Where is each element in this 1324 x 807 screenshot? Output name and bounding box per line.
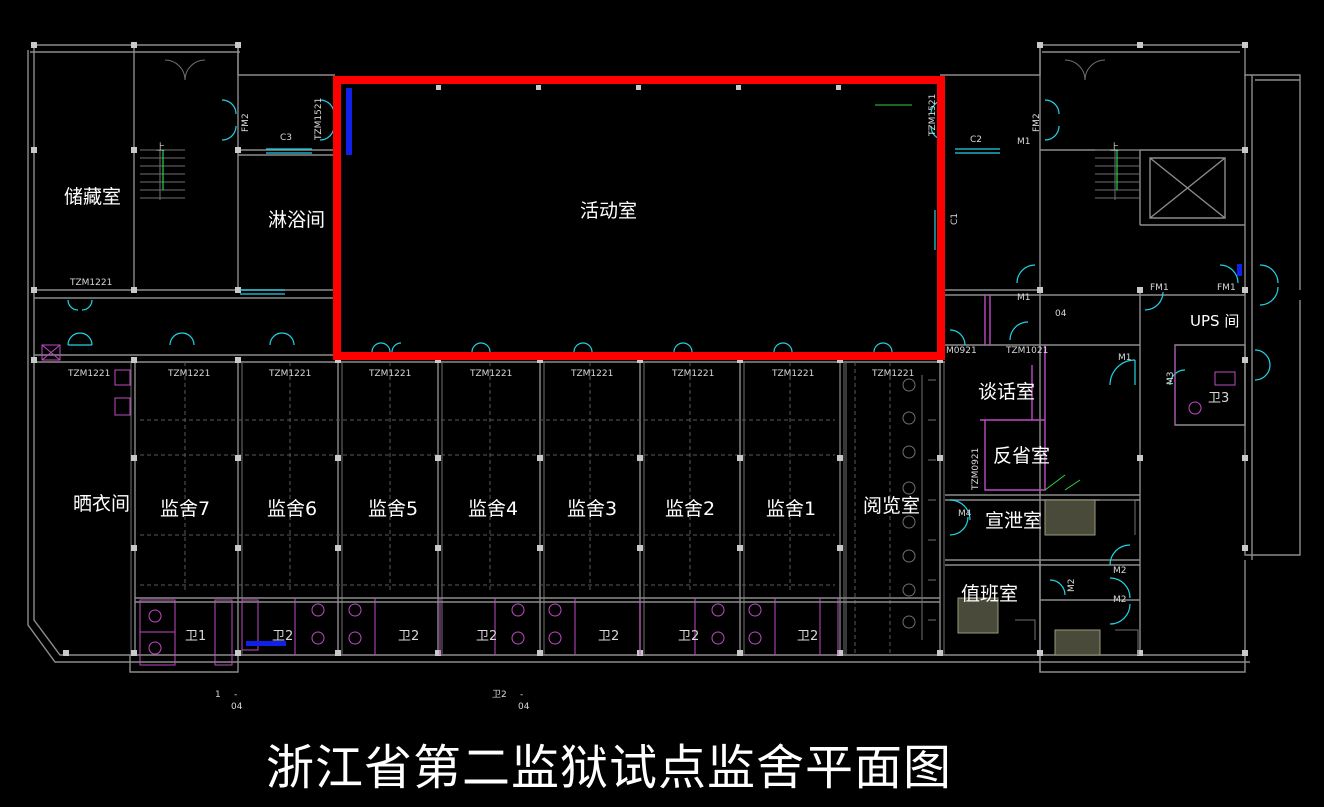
tag-tzm1221-c: TZM1221 [167, 369, 210, 379]
tag-dash-b: - [520, 690, 523, 700]
sanitary-fixtures [114, 295, 1236, 666]
room-label-ups: UPS 间 [1190, 312, 1239, 330]
room-label-vent: 宣泄室 [985, 510, 1042, 532]
tag-tzm1221-e: TZM1221 [368, 369, 411, 379]
room-label-drying: 晒衣间 [73, 493, 130, 515]
door-tags: TZM1221 TZM1221 TZM1221 TZM1221 TZM1221 … [67, 94, 1236, 712]
tag-m2-b: M2 [1113, 595, 1127, 605]
room-label-cell1: 监舍1 [766, 498, 816, 520]
tag-dash-a: - [234, 690, 237, 700]
tag-w2-b: 卫2 [398, 629, 419, 644]
reading-room-furniture [902, 375, 936, 640]
activity-room-highlight [333, 76, 945, 360]
blue-marker-top [346, 88, 352, 155]
tag-detail-1: 1 [215, 690, 221, 700]
room-label-cell5: 监舍5 [368, 498, 418, 520]
green-accent-line [875, 104, 1081, 491]
tag-c1: C1 [950, 213, 960, 225]
tag-w3: 卫3 [1208, 391, 1229, 406]
tag-tzm1221-i: TZM1221 [771, 369, 814, 379]
tag-fm2-a: FM2 [241, 113, 251, 132]
tag-tzm1521-a: TZM1521 [314, 98, 324, 141]
tag-m4: M4 [958, 509, 972, 519]
staff-beds [957, 499, 1139, 656]
tag-w2-f: 卫2 [797, 629, 818, 644]
blue-marker-bottom [246, 641, 286, 646]
room-label-storage: 储藏室 [64, 186, 121, 208]
tag-code04-a: 04 [1055, 309, 1067, 319]
tag-tzm1221-f: TZM1221 [469, 369, 512, 379]
tag-up-right: 上 [1110, 142, 1119, 153]
room-label-talk: 谈话室 [978, 381, 1035, 403]
room-label-cell4: 监舍4 [468, 498, 518, 520]
room-label-reflect: 反省室 [993, 445, 1050, 467]
room-label-cell6: 监舍6 [267, 498, 317, 520]
tag-fm2-b: FM2 [1032, 113, 1042, 132]
plan-title: 浙江省第二监狱试点监舍平面图 [266, 740, 953, 796]
tag-tzm1221-h: TZM1221 [671, 369, 714, 379]
tag-tzm1221-b: TZM1221 [67, 369, 110, 379]
tag-code04-b: 04 [231, 702, 243, 712]
tag-m2-c: M2 [1067, 579, 1077, 593]
room-label-cell2: 监舍2 [665, 498, 715, 520]
tag-m0921: M0921 [946, 346, 977, 356]
room-label-duty: 值班室 [961, 583, 1018, 605]
tag-m1-b: M1 [1017, 137, 1031, 147]
tag-m3: M3 [1166, 372, 1176, 386]
tag-tzm1021: TZM1021 [1005, 346, 1048, 356]
tag-c3: C3 [280, 133, 292, 143]
tag-tzm1221-g: TZM1221 [570, 369, 613, 379]
tag-tzm0921: TZM0921 [971, 448, 981, 491]
doors [67, 59, 1279, 625]
tag-up-left: 上 [156, 142, 165, 153]
tag-w2-c: 卫2 [476, 629, 497, 644]
room-label-cell3: 监舍3 [567, 498, 617, 520]
staircases [41, 149, 1140, 361]
tag-w2-a: 卫2 [272, 629, 293, 644]
tag-tzm1221-j: TZM1221 [871, 369, 914, 379]
tag-m1-c: M1 [1118, 353, 1132, 363]
tag-code04-c: 04 [518, 702, 530, 712]
tag-tzm1521-b: TZM1521 [928, 94, 938, 137]
tag-fm1-a: FM1 [1150, 283, 1169, 293]
room-label-cell7: 监舍7 [160, 498, 210, 520]
tag-w1: 卫1 [185, 629, 206, 644]
tag-detail-2: 卫2 [492, 690, 507, 700]
room-label-reading: 阅览室 [863, 495, 920, 517]
tag-w2-e: 卫2 [678, 629, 699, 644]
tag-tzm1221-d: TZM1221 [268, 369, 311, 379]
tag-c2: C2 [970, 135, 982, 145]
tag-m2-a: M2 [1113, 566, 1127, 576]
tag-fm1-b: FM1 [1217, 283, 1236, 293]
tag-tzm1221-a: TZM1221 [69, 278, 112, 288]
exterior-walls [27, 44, 1301, 673]
tag-m1-a: M1 [1017, 293, 1031, 303]
room-label-activity: 活动室 [580, 200, 637, 222]
blue-marker-right [1237, 264, 1242, 276]
tag-w2-d: 卫2 [598, 629, 619, 644]
room-label-shower: 淋浴间 [268, 209, 325, 231]
